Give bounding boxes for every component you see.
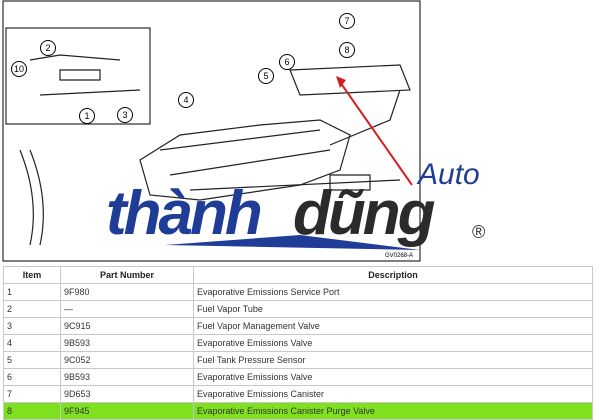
callout-2: 2 <box>40 40 56 56</box>
cell-description: Evaporative Emissions Valve <box>193 368 593 386</box>
header-description: Description <box>193 266 593 284</box>
cell-part-number: — <box>60 300 194 318</box>
fuel-system-diagram: 10 2 1 3 4 5 6 7 8 GV0268-A thành dũng A… <box>2 0 486 262</box>
cell-part-number: 9F945 <box>60 402 194 420</box>
pointer-arrow <box>339 81 413 186</box>
cell-description: Fuel Vapor Tube <box>193 300 593 318</box>
watermark-logo-part2: dũng <box>293 179 435 248</box>
watermark-auto: Auto <box>418 158 480 191</box>
cell-item: 2 <box>3 300 61 318</box>
cell-item: 1 <box>3 283 61 301</box>
watermark-logo-part1: thành <box>106 179 263 248</box>
figure-code: GV0268-A <box>385 253 414 259</box>
callout-7: 7 <box>339 13 355 29</box>
cell-item: 4 <box>3 334 61 352</box>
callout-1: 1 <box>79 108 95 124</box>
cell-description: Evaporative Emissions Canister <box>193 385 593 403</box>
callout-3: 3 <box>117 107 133 123</box>
callout-10: 10 <box>11 61 27 77</box>
callout-5: 5 <box>258 68 274 84</box>
callout-4: 4 <box>178 92 194 108</box>
header-part-number: Part Number <box>60 266 194 284</box>
cell-part-number: 9B593 <box>60 368 194 386</box>
header-item: Item <box>3 266 61 284</box>
cell-item: 5 <box>3 351 61 369</box>
cell-item: 7 <box>3 385 61 403</box>
cell-part-number: 9D653 <box>60 385 194 403</box>
registered-mark: ® <box>472 222 486 242</box>
tank-lines <box>19 54 411 246</box>
cell-part-number: 9B593 <box>60 334 194 352</box>
diagram-frame <box>2 0 421 262</box>
cell-item: 6 <box>3 368 61 386</box>
callout-8: 8 <box>339 42 355 58</box>
cell-description: Evaporative Emissions Valve <box>193 334 593 352</box>
cell-part-number: 9C915 <box>60 317 194 335</box>
cell-item: 3 <box>3 317 61 335</box>
table-row: 2—Fuel Vapor Tube <box>3 300 593 318</box>
callout-6: 6 <box>279 54 295 70</box>
cell-part-number: 9C052 <box>60 351 194 369</box>
table-header: Item Part Number Description <box>3 266 593 284</box>
cell-description: Fuel Vapor Management Valve <box>193 317 593 335</box>
cell-part-number: 9F980 <box>60 283 194 301</box>
cell-description: Evaporative Emissions Canister Purge Val… <box>193 402 593 420</box>
cell-description: Fuel Tank Pressure Sensor <box>193 351 593 369</box>
cell-item: 8 <box>3 402 61 420</box>
cell-description: Evaporative Emissions Service Port <box>193 283 593 301</box>
